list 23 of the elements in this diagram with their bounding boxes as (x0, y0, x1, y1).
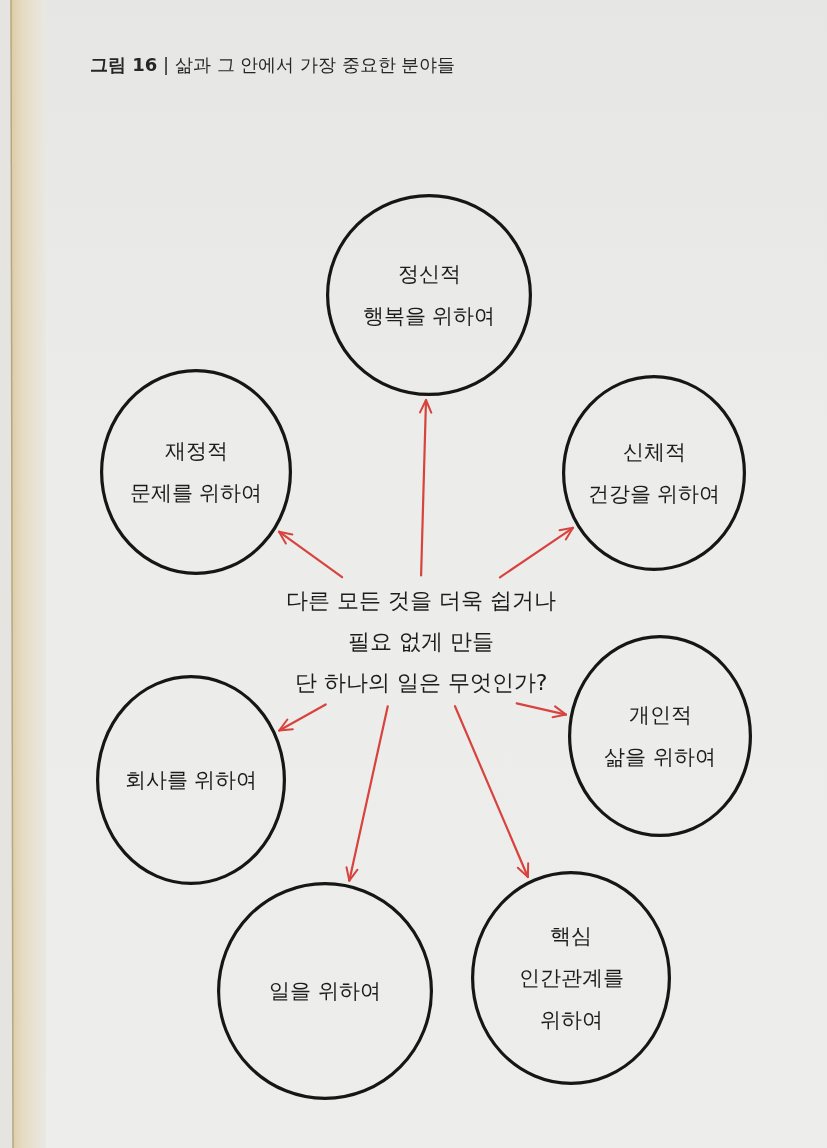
circle-label: 일을 위하여 (269, 978, 381, 1005)
circle-label: 정신적 행복을 위하여 (362, 261, 496, 330)
arrow (453, 705, 530, 879)
circle-label: 신체적 건강을 위하여 (587, 439, 721, 508)
circle-label: 회사를 위하여 (124, 767, 258, 794)
circle-label: 개인적 삶을 위하여 (604, 702, 716, 771)
circle-label: 핵심 인간관계를 위하여 (518, 923, 624, 1034)
question-text: 다른 모든 것을 더욱 쉽거나 필요 없게 만들 단 하나의 일은 무엇인가? (286, 579, 556, 703)
figure-title: 그림 16 | 삶과 그 안에서 가장 중요한 분야들 (90, 53, 456, 77)
arrow (345, 705, 389, 882)
arrow (498, 526, 575, 579)
circle-label: 재정적 문제를 위하여 (129, 438, 263, 507)
circle-node (562, 375, 746, 571)
arrow (515, 702, 568, 719)
circle-node (471, 871, 671, 1085)
circle-node (96, 675, 286, 885)
circle-node (568, 635, 752, 837)
circle-node (100, 369, 292, 575)
arrow (419, 398, 433, 577)
arrow (277, 530, 344, 579)
circle-node (326, 194, 532, 396)
arrow (278, 703, 327, 732)
circle-node (217, 882, 433, 1100)
